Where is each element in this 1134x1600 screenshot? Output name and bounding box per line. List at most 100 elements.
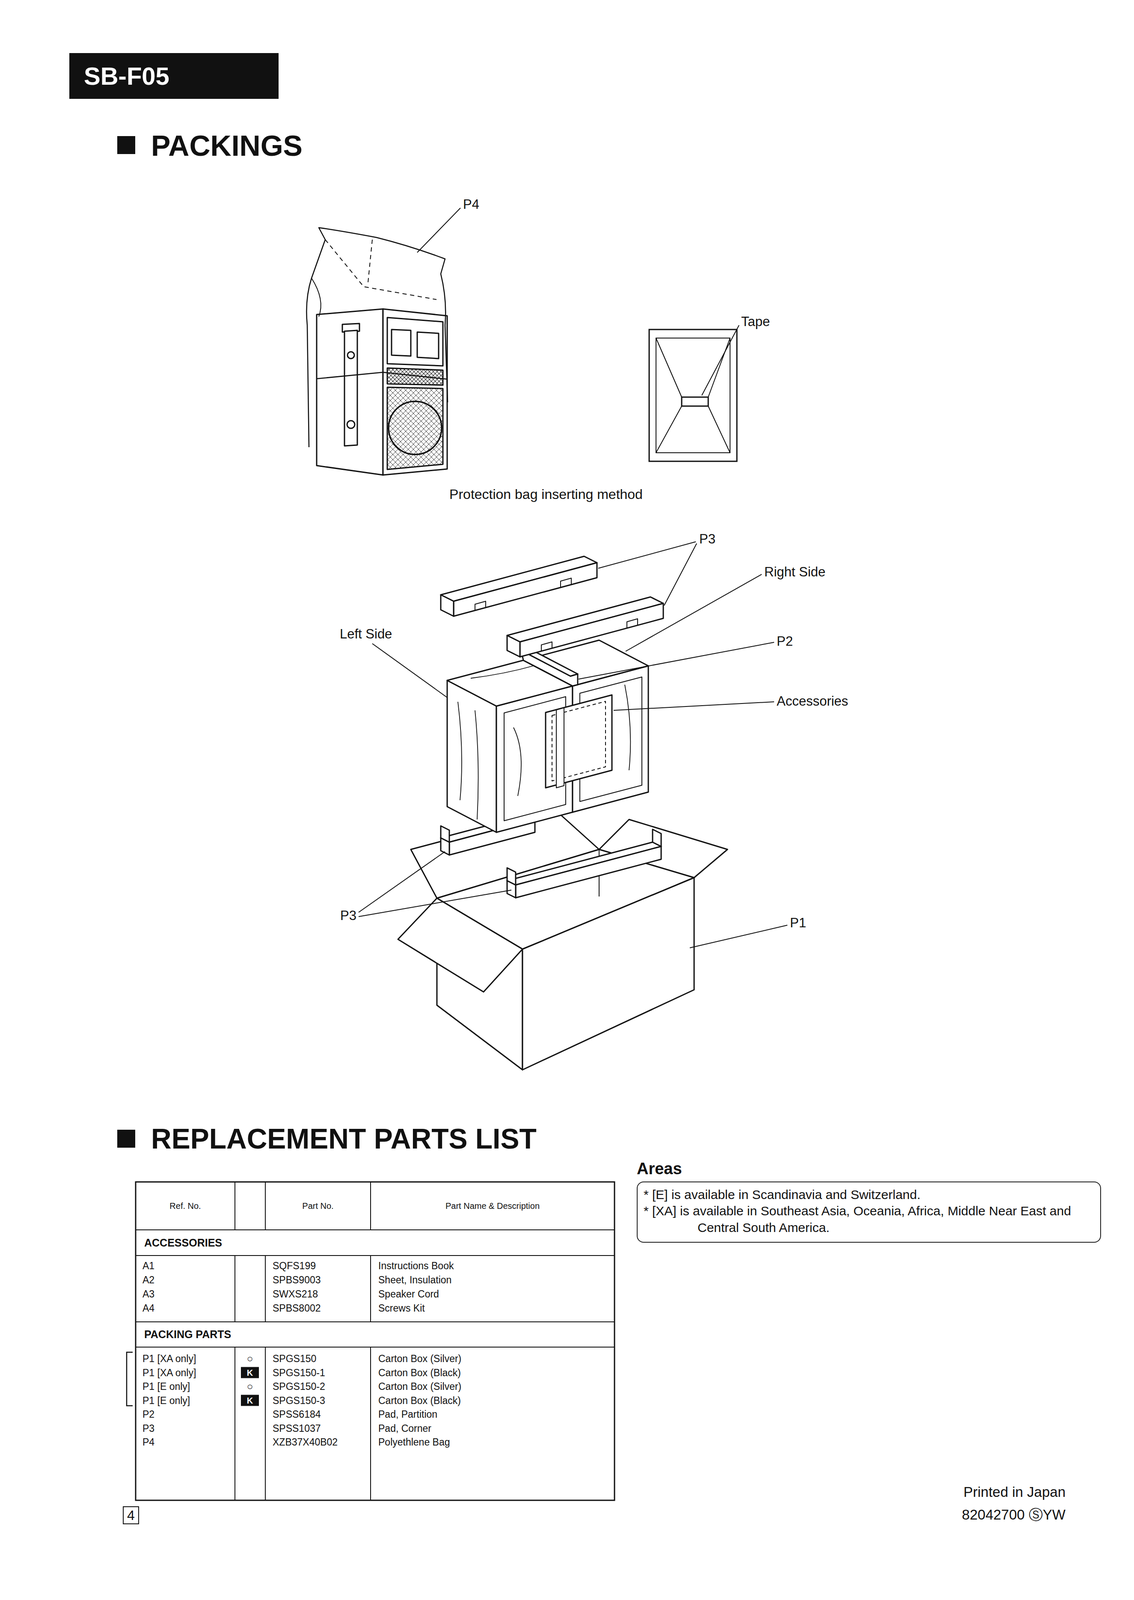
part-number: XZB37X40B02 xyxy=(272,1436,338,1448)
table-grid xyxy=(234,1181,371,1230)
area-note: * [XA] is available in Southeast Asia, O… xyxy=(643,1202,1095,1236)
part-description: Carton Box (Silver) xyxy=(378,1380,462,1393)
corner-pad xyxy=(507,635,520,657)
heading-bullet xyxy=(117,136,136,1148)
box-heading: Areas xyxy=(636,1159,1102,1179)
ref-number: A1 xyxy=(142,1260,155,1272)
corner-pad xyxy=(440,815,662,898)
rounded-frame: * [E] is available in Scandinavia and Sw… xyxy=(636,1181,1102,1243)
part-description: Carton Box (Black) xyxy=(378,1366,461,1378)
table-section: ACCESSORIES xyxy=(144,1236,223,1250)
heading-bullet xyxy=(117,136,136,155)
corner-pad xyxy=(474,578,572,611)
table-section: PACKING PARTS xyxy=(144,1328,232,1341)
table-header: Part No. xyxy=(302,1201,334,1212)
leader-line xyxy=(598,541,696,569)
table-grid xyxy=(234,1347,371,1501)
ref-number: P4 xyxy=(142,1436,155,1448)
part-description: Carton Box (Silver) xyxy=(378,1353,462,1365)
callout-label: P2 xyxy=(776,633,793,650)
speaker-in-bag xyxy=(306,227,448,475)
speaker-in-bag xyxy=(391,329,411,357)
speaker-in-bag xyxy=(347,420,355,429)
callout-label: P3 xyxy=(340,908,357,924)
color-mark: K xyxy=(246,1367,253,1378)
part-description: Pad, Partition xyxy=(378,1408,438,1420)
part-description: Polyethlene Bag xyxy=(378,1436,451,1448)
corner-pad xyxy=(541,618,638,652)
section-heading: PACKINGS xyxy=(151,128,303,163)
corner-pad xyxy=(440,825,450,843)
part-number: SWXS218 xyxy=(272,1288,318,1300)
footer-note: 82042700 ⓈYW xyxy=(961,1506,1066,1523)
carton-box xyxy=(397,898,523,992)
wrapped-speakers xyxy=(447,640,649,833)
part-number: SPSS6184 xyxy=(272,1408,321,1420)
speaker-in-bag xyxy=(382,308,448,475)
box-text: 4 xyxy=(127,1507,135,1524)
ref-number: P2 xyxy=(142,1408,155,1420)
leader-line xyxy=(701,325,740,396)
corner-pad xyxy=(440,594,454,617)
part-number: SQFS199 xyxy=(272,1260,316,1272)
box-text: SB-F05 xyxy=(83,61,170,91)
heading-bullet xyxy=(117,1129,136,1148)
speaker-in-bag xyxy=(388,401,442,455)
ref-number: P3 xyxy=(142,1422,155,1434)
speaker-in-bag xyxy=(388,401,442,455)
part-number: SPBS8002 xyxy=(272,1302,321,1314)
section-heading: REPLACEMENT PARTS LIST xyxy=(151,1122,537,1156)
leader-line xyxy=(664,543,697,606)
callout-label: Tape xyxy=(741,314,770,330)
wrapped-speakers xyxy=(504,696,566,821)
ref-number: P1 [XA only] xyxy=(142,1366,196,1378)
wrapped-speakers xyxy=(447,680,497,833)
color-mark: K xyxy=(246,1395,253,1406)
leader-line xyxy=(689,925,788,948)
table-grid xyxy=(135,1229,615,1348)
bag-bottom-view xyxy=(656,338,731,453)
table-grid xyxy=(234,1255,371,1322)
speaker-in-bag xyxy=(387,368,443,386)
part-description: Speaker Cord xyxy=(378,1288,440,1300)
wrapped-speakers xyxy=(545,694,612,788)
bracket xyxy=(126,1352,133,1406)
areas-note-box: Areas* [E] is available in Scandinavia a… xyxy=(636,1159,1102,1243)
bracket xyxy=(126,1352,133,1406)
speaker-in-bag xyxy=(417,332,439,359)
part-description: Screws Kit xyxy=(378,1302,425,1314)
leader-line xyxy=(417,207,461,253)
part-description: Sheet, Insulation xyxy=(378,1274,452,1286)
callout-label: Left Side xyxy=(339,626,392,642)
leader-line xyxy=(358,851,446,913)
table-grid xyxy=(135,1181,615,1501)
leader-line xyxy=(625,574,762,652)
speaker-in-bag xyxy=(387,317,443,366)
speaker-in-bag xyxy=(316,372,448,380)
leader-line xyxy=(358,207,788,948)
callout-label: P4 xyxy=(463,196,480,213)
table-header: Ref. No. xyxy=(169,1201,201,1212)
ref-number: P1 [E only] xyxy=(142,1394,190,1406)
table-grid xyxy=(135,1181,615,1501)
ref-number: A3 xyxy=(142,1288,155,1300)
part-number: SPGS150-1 xyxy=(272,1366,326,1378)
ref-number: P1 [E only] xyxy=(142,1380,190,1393)
ref-number: P1 [XA only] xyxy=(142,1353,196,1365)
bag-bottom-view xyxy=(649,329,737,462)
color-code-box xyxy=(240,1367,259,1407)
speaker-in-bag xyxy=(344,330,358,446)
footer-note: Printed in Japan xyxy=(963,1484,1066,1501)
carton-box xyxy=(522,877,695,1070)
callout-label: P1 xyxy=(789,915,807,931)
leader-line xyxy=(578,642,775,680)
corner-pad xyxy=(519,603,664,657)
speaker-in-bag xyxy=(306,227,448,448)
bag-bottom-view xyxy=(656,338,731,453)
part-number: SPBS9003 xyxy=(272,1274,321,1286)
part-description: Carton Box (Black) xyxy=(378,1394,461,1406)
leader-line xyxy=(613,701,775,711)
part-number: SPSS1037 xyxy=(272,1422,321,1434)
corner-pad xyxy=(440,556,664,657)
model-banner: SB-F05 xyxy=(69,53,279,99)
